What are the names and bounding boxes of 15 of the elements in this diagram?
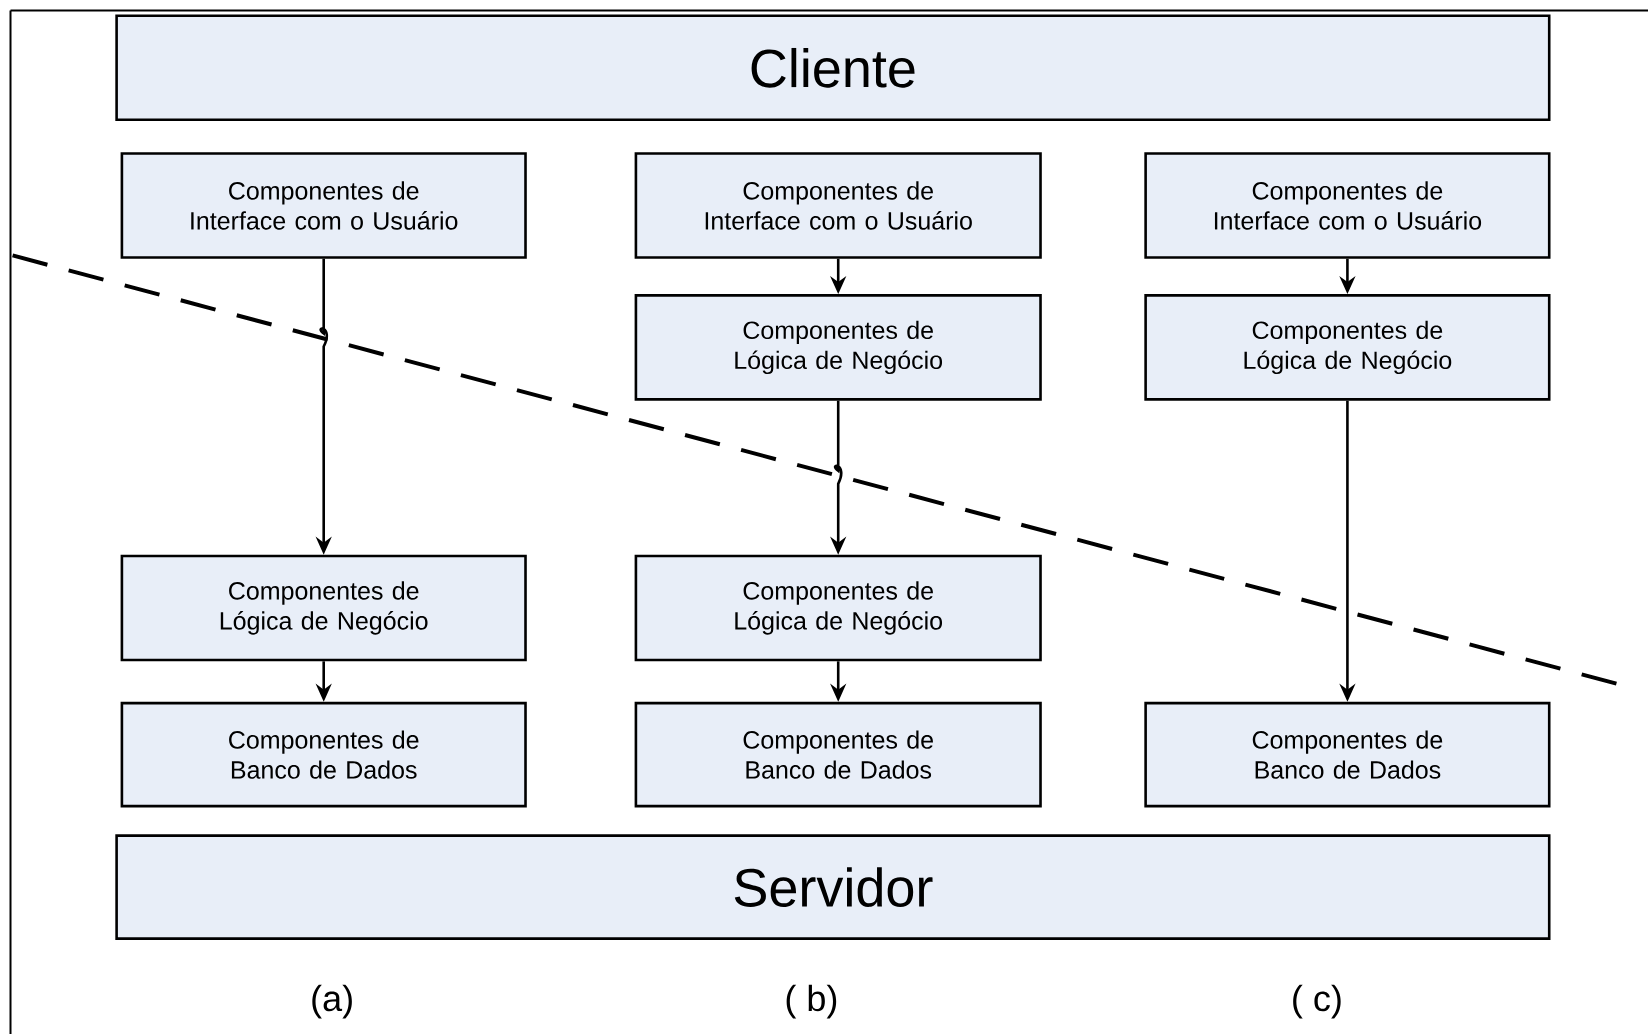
component-box: Componentes de Interface com o Usuário (120, 152, 527, 259)
component-box: Componentes de Lógica de Negócio (120, 554, 527, 662)
client-box: Cliente (115, 14, 1551, 122)
panel-label: ( c) (1293, 984, 1341, 1019)
component-box: Componentes de Interface com o Usuário (1144, 152, 1551, 259)
component-box: Componentes de Banco de Dados (1144, 701, 1551, 808)
component-box: Componentes de Banco de Dados (120, 701, 527, 808)
component-box: Componentes de Interface com o Usuário (634, 152, 1042, 259)
component-box: Componentes de Lógica de Negócio (634, 554, 1042, 662)
component-box: Componentes de Lógica de Negócio (634, 294, 1042, 401)
panel-label: (a) (312, 984, 352, 1019)
panel-label: ( b) (786, 984, 837, 1019)
component-box: Componentes de Banco de Dados (634, 701, 1042, 808)
server-box: Servidor (115, 834, 1551, 940)
component-box: Componentes de Lógica de Negócio (1144, 294, 1551, 401)
